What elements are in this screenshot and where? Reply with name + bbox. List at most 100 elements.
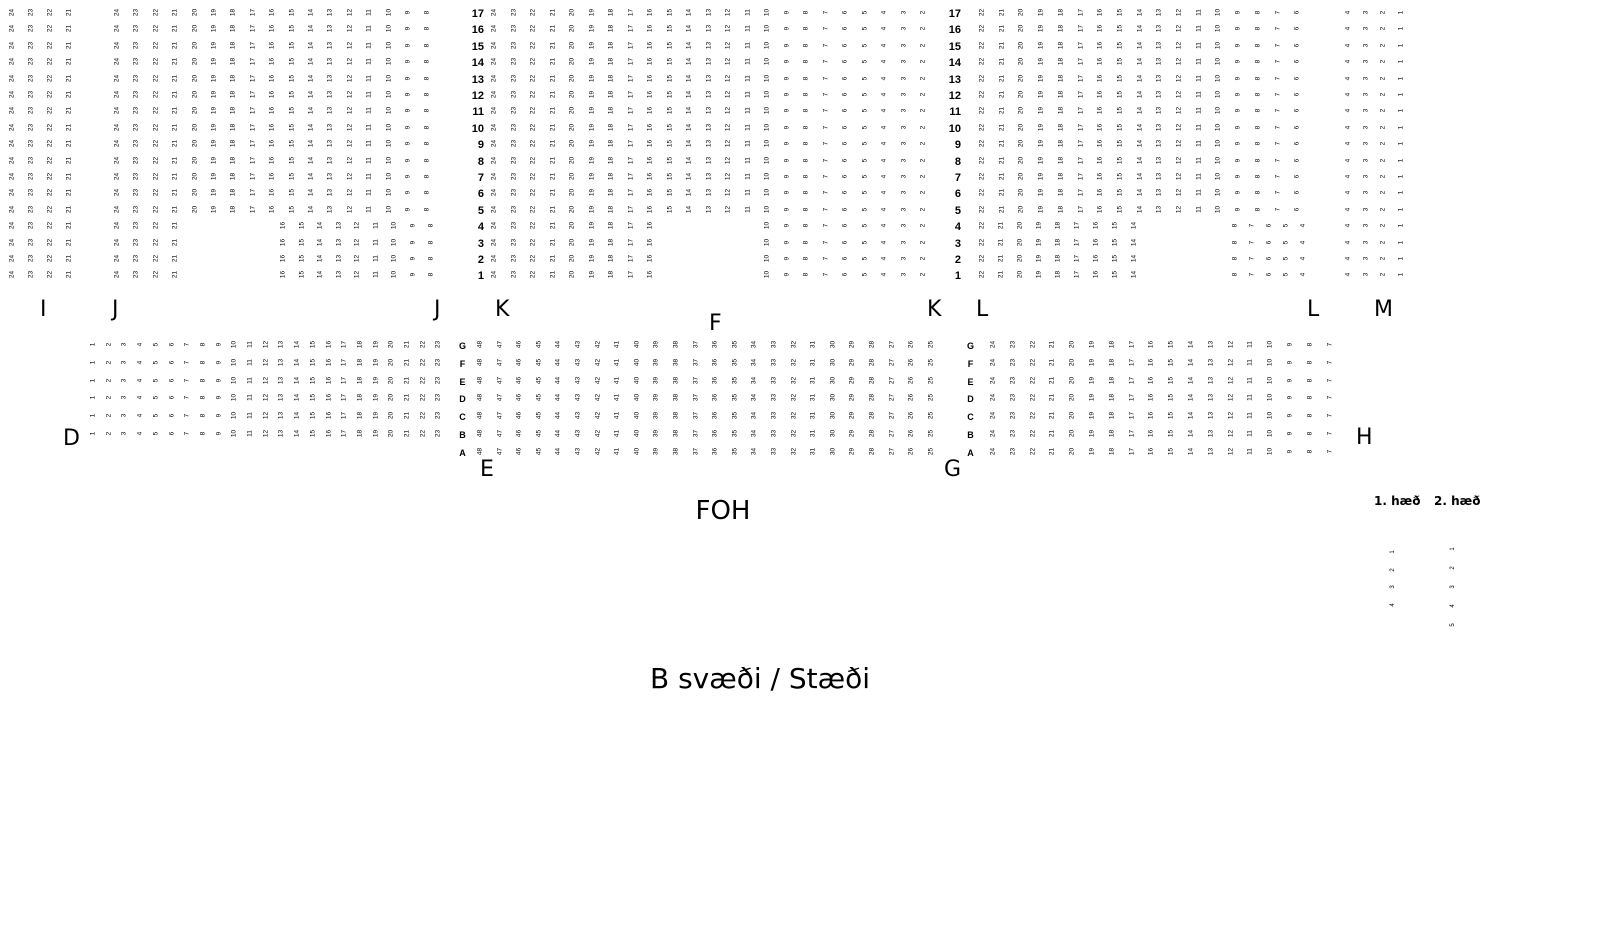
seat-section-L-upper[interactable]: 8 — [1254, 174, 1262, 179]
seat-section-EF[interactable]: 25 — [927, 394, 935, 402]
seat-section-L-upper[interactable]: 11 — [1195, 91, 1203, 98]
seat-section-L-upper[interactable]: 19 — [1037, 90, 1045, 99]
seat-section-M[interactable]: 1 — [1397, 223, 1404, 228]
seat-section-J-upper[interactable]: 12 — [346, 25, 354, 33]
seat-section-H[interactable]: 10 — [1266, 429, 1274, 438]
seat-section-J-lower-right[interactable]: 15 — [298, 238, 305, 246]
seat-section-M[interactable]: 3 — [1362, 27, 1369, 31]
seat-section-KF-upper[interactable]: 2 — [919, 109, 927, 113]
seat-section-H[interactable]: 14 — [1187, 358, 1195, 366]
seat-section-KF-upper[interactable]: 19 — [588, 107, 595, 115]
seat-section-D[interactable]: 7 — [183, 413, 191, 418]
seat-section-KF-upper[interactable]: 19 — [588, 123, 595, 131]
seat-section-H[interactable]: 20 — [1068, 429, 1076, 438]
seat-section-EF[interactable]: 38 — [672, 340, 680, 349]
seat-section-KF-upper[interactable]: 6 — [841, 174, 849, 179]
seat-section-L-lower-left[interactable]: 19 — [1035, 254, 1043, 263]
seat-section-J-upper[interactable]: 8 — [423, 158, 431, 162]
seat-section-J-upper[interactable]: 19 — [210, 156, 218, 164]
seat-section-J-lower-right[interactable]: 9 — [409, 240, 416, 244]
seat-section-I[interactable]: 23 — [27, 238, 35, 246]
seat-section-KF-upper[interactable]: 4 — [880, 76, 888, 80]
seat-section-L-upper[interactable]: 10 — [1214, 41, 1222, 49]
seat-section-M[interactable]: 1 — [1397, 92, 1404, 97]
seat-section-I[interactable]: 21 — [65, 41, 73, 49]
seat-section-D[interactable]: 8 — [199, 378, 207, 382]
seat-section-KF-upper[interactable]: 7 — [822, 27, 829, 31]
seat-section-H[interactable]: 7 — [1326, 342, 1334, 347]
seat-section-KF-upper[interactable]: 2 — [919, 174, 927, 179]
seat-section-KF-upper[interactable]: 5 — [861, 191, 868, 195]
seat-section-D[interactable]: 20 — [387, 429, 395, 438]
seat-section-KF-upper[interactable]: 20 — [568, 25, 576, 33]
seat-section-H[interactable]: 17 — [1128, 447, 1136, 455]
seat-section-D[interactable]: 20 — [387, 376, 395, 384]
seat-section-J-lower-right[interactable]: 16 — [279, 254, 287, 263]
seat-section-D[interactable]: 2 — [105, 342, 113, 347]
seat-section-KF-upper[interactable]: 5 — [861, 174, 868, 179]
seat-section-L-upper[interactable]: 17 — [1077, 8, 1084, 17]
seat-section-KF-upper[interactable]: 7 — [822, 207, 829, 212]
seat-section-J-upper[interactable]: 16 — [268, 189, 276, 197]
seat-section-J-upper[interactable]: 14 — [307, 140, 315, 148]
seat-section-M[interactable]: 1 — [1397, 141, 1404, 146]
seat-section-J-upper[interactable]: 13 — [326, 107, 334, 115]
seat-section-J-upper[interactable]: 10 — [385, 107, 393, 115]
seat-section-J-upper[interactable]: 22 — [152, 140, 160, 148]
seat-section-L-lower-right[interactable]: 5 — [1282, 273, 1290, 277]
seat-section-D[interactable]: 10 — [230, 340, 238, 349]
seat-section-H[interactable]: 15 — [1167, 394, 1175, 402]
seat-section-L-upper[interactable]: 10 — [1214, 140, 1222, 148]
seat-section-J-upper[interactable]: 17 — [249, 123, 257, 131]
seat-section-I[interactable]: 21 — [65, 156, 73, 164]
seat-section-KF-upper[interactable]: 4 — [880, 92, 888, 97]
seat-section-J-lower-right[interactable]: 12 — [353, 254, 361, 263]
seat-section-EF[interactable]: 32 — [790, 447, 798, 455]
seat-section-D[interactable]: 7 — [183, 360, 191, 365]
seat-section-D[interactable]: 8 — [199, 360, 207, 365]
seat-section-EF[interactable]: 47 — [496, 394, 504, 402]
seat-section-EF[interactable]: 27 — [888, 394, 896, 402]
seat-section-L-lower-right[interactable]: 4 — [1299, 273, 1307, 277]
seat-section-J-upper[interactable]: 10 — [385, 156, 393, 164]
seat-section-EF[interactable]: 46 — [515, 358, 523, 366]
seat-section-L-upper[interactable]: 20 — [1017, 205, 1025, 213]
seat-section-L-upper[interactable]: 6 — [1293, 10, 1301, 15]
seat-section-J-upper[interactable]: 20 — [191, 41, 199, 49]
seat-section-D[interactable]: 21 — [403, 412, 411, 420]
seat-section-L-lower-left[interactable]: 14 — [1130, 254, 1138, 263]
seat-section-KF-upper[interactable]: 21 — [549, 58, 556, 66]
seat-section-L-upper[interactable]: 10 — [1214, 90, 1222, 99]
seat-section-D[interactable]: 3 — [120, 378, 128, 382]
seat-section-H[interactable]: 13 — [1207, 447, 1215, 455]
seat-section-EF[interactable]: 33 — [770, 429, 778, 438]
seat-section-KF-upper[interactable]: 23 — [510, 140, 517, 148]
seat-section-I[interactable]: 24 — [8, 156, 16, 164]
seat-section-KF-upper[interactable]: 10 — [763, 189, 771, 197]
seat-section-D[interactable]: 11 — [246, 430, 254, 437]
seat-section-KF-upper[interactable]: 3 — [900, 10, 907, 15]
seat-section-I[interactable]: 23 — [27, 271, 35, 279]
seat-section-L-upper[interactable]: 20 — [1017, 172, 1025, 181]
seat-section-J-upper[interactable]: 23 — [132, 25, 140, 33]
seat-section-J-upper[interactable]: 9 — [404, 174, 412, 179]
seat-section-K-lower-left[interactable]: 23 — [510, 271, 517, 279]
seat-section-J-upper[interactable]: 19 — [210, 58, 218, 66]
seat-section-D[interactable]: 22 — [419, 340, 427, 349]
seat-section-L-upper[interactable]: 11 — [1195, 123, 1203, 131]
seat-section-H[interactable]: 14 — [1187, 376, 1195, 384]
seat-section-EF[interactable]: 30 — [829, 358, 837, 366]
seat-section-L-upper[interactable]: 21 — [998, 8, 1006, 17]
seat-section-KF-upper[interactable]: 7 — [822, 59, 829, 64]
seat-section-J-upper[interactable]: 15 — [288, 90, 296, 99]
seat-section-D[interactable]: 18 — [356, 412, 364, 420]
seat-section-D[interactable]: 14 — [293, 340, 301, 349]
seat-section-I[interactable]: 23 — [27, 90, 35, 99]
seat-section-I[interactable]: 21 — [65, 58, 73, 66]
seat-section-J-upper[interactable]: 18 — [229, 123, 237, 131]
seat-section-EF[interactable]: 35 — [731, 447, 739, 455]
seat-section-L-upper[interactable]: 12 — [1175, 172, 1183, 181]
seat-section-L-lower-left[interactable]: 19 — [1035, 222, 1043, 230]
seat-section-M[interactable]: 4 — [1344, 76, 1352, 80]
seat-section-L-upper[interactable]: 13 — [1155, 107, 1163, 115]
